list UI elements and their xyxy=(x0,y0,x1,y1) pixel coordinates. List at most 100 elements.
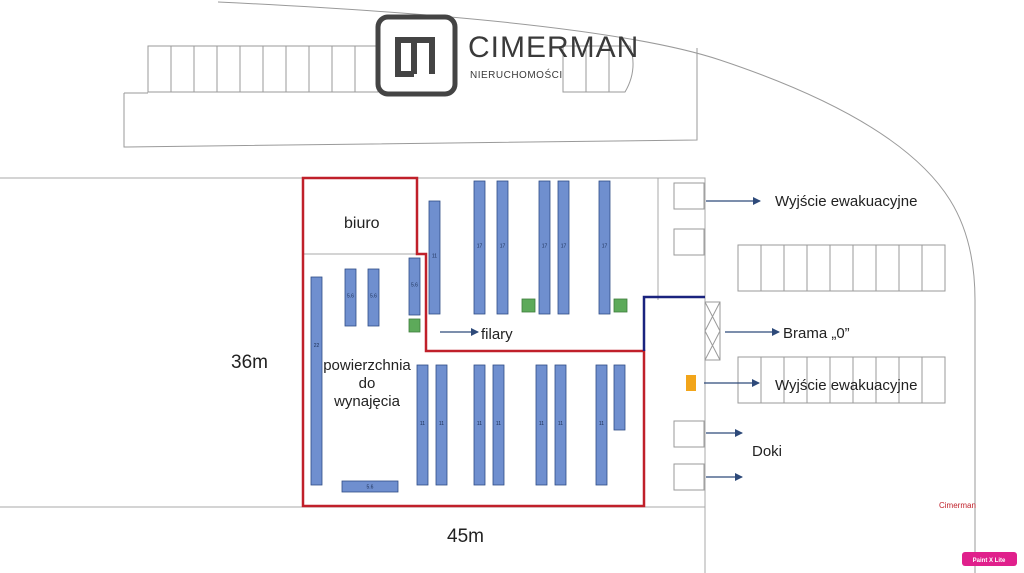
rack-r14: 11 xyxy=(492,364,505,486)
rack-r1: 22 xyxy=(310,276,323,486)
rack-shape xyxy=(310,276,323,486)
orange-marker xyxy=(686,375,696,391)
rack-r12: 11 xyxy=(435,364,448,486)
pillar xyxy=(521,298,536,313)
rack-label: 17 xyxy=(542,244,548,250)
rack-r15: 11 xyxy=(535,364,548,486)
rack-label: 11 xyxy=(496,421,501,427)
rack-shape xyxy=(416,364,429,486)
pillars-group xyxy=(408,298,628,333)
watermark-text: Cimerman xyxy=(939,501,976,510)
pillar xyxy=(613,298,628,313)
arrows xyxy=(440,197,780,481)
parking-space xyxy=(354,45,379,93)
rack-r3: 5.6 xyxy=(367,268,380,327)
rack-shape xyxy=(408,257,421,316)
rack-r8: 17 xyxy=(538,180,551,315)
rack-r17: 11 xyxy=(595,364,608,486)
exit-top-label: Wyjście ewakuacyjne xyxy=(775,193,917,210)
rack-r2: 5.6 xyxy=(344,268,357,327)
rack-label: 17 xyxy=(500,244,506,250)
parking-space xyxy=(262,45,287,93)
rack-shape xyxy=(473,364,486,486)
parking-space xyxy=(806,244,831,292)
parking-space xyxy=(921,356,946,404)
gate-brama-0 xyxy=(704,301,721,361)
pillars-label: filary xyxy=(481,326,513,343)
rack-shape xyxy=(496,180,509,315)
rack-label: 22 xyxy=(314,343,320,349)
parking-space xyxy=(193,45,218,93)
height-dimension: 36m xyxy=(231,352,268,373)
rack-r5: 11 xyxy=(428,200,441,315)
parking-space xyxy=(829,244,854,292)
upper-parking-spaces xyxy=(147,45,634,93)
rack-shape xyxy=(557,180,570,315)
parking-space xyxy=(898,244,923,292)
logo-subtitle: NIERUCHOMOŚCI xyxy=(470,68,563,81)
upper-road-outline xyxy=(123,1,976,573)
rack-shape xyxy=(344,268,357,327)
parking-curve xyxy=(609,45,634,93)
parking-space xyxy=(875,244,900,292)
docks-label: Doki xyxy=(752,443,782,460)
blue-boundary-line xyxy=(642,295,705,351)
rack-shape xyxy=(341,480,399,493)
rack-label: 17 xyxy=(561,244,567,250)
rack-label: 5.6 xyxy=(370,294,377,300)
rent-area-label-line1: powierzchnia xyxy=(323,357,411,374)
rack-label: 5.6 xyxy=(411,283,418,289)
rack-shape xyxy=(367,268,380,327)
rack-label: 11 xyxy=(599,421,604,427)
rack-r19: 5.6 xyxy=(341,480,399,493)
racks-group: 22 5.6 5.6 5.6 11 17 17 17 17 17 11 11 11 11 11 11 11 5.6 xyxy=(310,180,626,493)
logo-name: CIMERMAN xyxy=(468,31,639,64)
rack-shape xyxy=(613,364,626,431)
exit-bottom-label: Wyjście ewakuacyjne xyxy=(775,377,917,394)
parking-space xyxy=(783,244,808,292)
parking-space xyxy=(331,45,356,93)
rack-shape xyxy=(435,364,448,486)
rack-r9: 17 xyxy=(557,180,570,315)
parking-space xyxy=(852,244,877,292)
rack-label: 11 xyxy=(432,254,437,260)
rack-r6: 17 xyxy=(473,180,486,315)
gate-label: Brama „0” xyxy=(783,325,850,342)
parking-space xyxy=(760,244,785,292)
rack-label: 11 xyxy=(477,421,482,427)
rack-shape xyxy=(598,180,611,315)
parking-space xyxy=(216,45,241,93)
rent-area-label-line2: do xyxy=(359,375,376,392)
rack-r11: 11 xyxy=(416,364,429,486)
rack-label: 11 xyxy=(420,421,425,427)
rent-area-label-line3: wynajęcia xyxy=(333,393,401,410)
rent-area-border xyxy=(301,176,646,508)
paint-x-lite-stamp: Paint X Lite xyxy=(962,552,1017,566)
rack-shape xyxy=(473,180,486,315)
parking-space xyxy=(170,45,195,93)
parking-space xyxy=(285,45,310,93)
rack-r16: 11 xyxy=(554,364,567,486)
parking-space xyxy=(308,45,333,93)
parking-space xyxy=(737,244,762,292)
parking-space xyxy=(921,244,946,292)
rack-r7: 17 xyxy=(496,180,509,315)
rack-r13: 11 xyxy=(473,364,486,486)
rack-shape xyxy=(538,180,551,315)
parking-space xyxy=(585,45,610,93)
cn-monogram-icon xyxy=(395,36,435,77)
rack-r4: 5.6 xyxy=(408,257,421,316)
office-label: biuro xyxy=(344,215,380,232)
parking-space xyxy=(147,45,172,93)
rack-label: 11 xyxy=(439,421,444,427)
rack-label: 17 xyxy=(602,244,608,250)
rack-label: 11 xyxy=(558,421,563,427)
rack-label: 5.6 xyxy=(347,294,354,300)
rack-shape xyxy=(595,364,608,486)
rack-label: 17 xyxy=(477,244,483,250)
parking-space xyxy=(737,356,762,404)
rack-label: 5.6 xyxy=(367,485,374,491)
rack-r18 xyxy=(613,364,626,431)
